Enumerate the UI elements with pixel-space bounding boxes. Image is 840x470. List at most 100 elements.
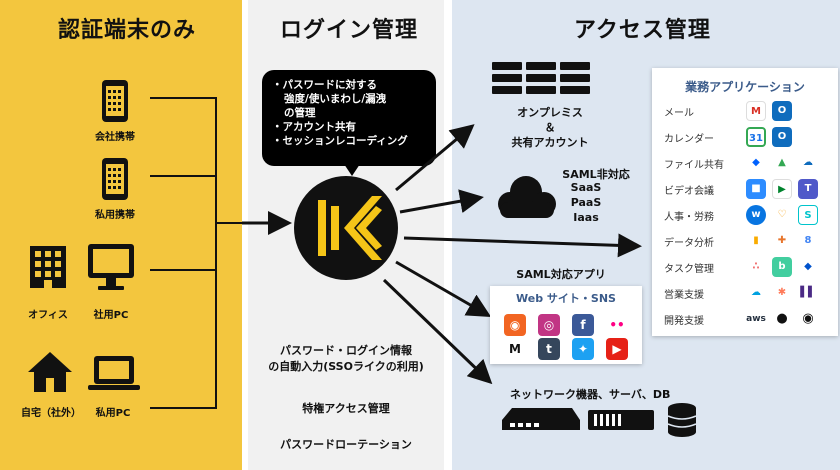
instagram-icon: ◎ <box>538 314 560 336</box>
rss-icon: ◉ <box>504 314 526 336</box>
bubble-line: ・パスワードに対する <box>272 79 377 91</box>
label-home: 自宅（社外） <box>21 408 81 419</box>
tumblr-icon: t <box>538 338 560 360</box>
biz-label: 人事・労務 <box>664 212 714 223</box>
tableau-icon: ✚ <box>772 231 792 251</box>
label-saml-unsupported: SAML非対応 <box>562 168 630 181</box>
biz-row-calendar: カレンダー 31 O <box>664 126 834 148</box>
biz-label: タスク管理 <box>664 264 714 275</box>
arrow-to-web-sns <box>395 260 492 318</box>
biz-row-sales-support: 営業支援 ☁ ✱ ▌▌ <box>664 282 834 304</box>
bubble-tail <box>344 164 360 176</box>
smarthr-icon: S <box>798 205 818 225</box>
outlook-icon: O <box>772 101 792 121</box>
github-icon: ● <box>772 309 792 329</box>
biz-row-task-management: タスク管理 ∴ b ◆ <box>664 256 834 278</box>
feature-password-rotation: パスワードローテーション <box>280 438 412 451</box>
facebook-icon: f <box>572 314 594 336</box>
dropbox-icon: ◆ <box>746 153 766 173</box>
label-iaas: Iaas <box>573 211 599 224</box>
label-private-pc: 私用PC <box>95 408 131 419</box>
biz-label: 営業支援 <box>664 290 704 301</box>
header-devices: 認証端末のみ <box>58 18 197 43</box>
label-company-pc: 社用PC <box>93 310 129 321</box>
onedrive-icon: ☁ <box>798 153 818 173</box>
label-company-phone: 会社携帯 <box>95 132 135 143</box>
arrow-to-saml-unsupported <box>399 189 484 214</box>
monitor-icon <box>88 244 134 290</box>
backlog-icon: b <box>772 257 792 277</box>
cloud-icon <box>498 176 556 218</box>
biz-label: カレンダー <box>664 134 714 145</box>
bubble-line: ・アカウント共有 <box>272 121 356 133</box>
business-apps-title: 業務アプリケーション <box>685 80 805 94</box>
arrow-to-network <box>382 278 493 385</box>
server-rack-icon <box>492 62 590 94</box>
label-onprem: オンプレミス <box>517 106 583 119</box>
biz-row-file-sharing: ファイル共有 ◆ ▲ ☁ <box>664 152 834 174</box>
teams-icon: T <box>798 179 818 199</box>
header-access-management: アクセス管理 <box>574 18 711 43</box>
bar-chart-app-icon: ▮ <box>746 231 766 251</box>
mobile-phone-icon <box>102 158 128 200</box>
label-saas: SaaS <box>570 181 602 194</box>
web-sns-card: Web サイト・SNS ◉ ◎ f •• M t ✦ ▶ <box>490 286 642 364</box>
label-network: ネットワーク機器、サーバ、DB <box>510 388 671 401</box>
bubble-line: 強度/使いまわし/漏洩 <box>284 93 387 105</box>
device-icons <box>28 80 242 409</box>
home-icon <box>28 352 72 392</box>
biz-label: メール <box>664 108 694 119</box>
bubble-line: ・セッションレコーディング <box>272 135 408 147</box>
label-shared-account: 共有アカウント <box>511 136 589 149</box>
header-login-management: ログイン管理 <box>280 18 419 43</box>
salesforce-icon: ☁ <box>746 283 766 303</box>
business-apps-card: 業務アプリケーション メール M O カレンダー 31 O ファイル共有 ◆ ▲… <box>652 68 838 336</box>
workday-icon: w <box>746 205 766 225</box>
heart-app-icon: ♡ <box>772 205 792 225</box>
feature-privileged-access: 特権アクセス管理 <box>302 402 390 415</box>
google-meet-icon: ▶ <box>772 179 792 199</box>
web-sns-title: Web サイト・SNS <box>516 292 616 305</box>
medium-icon: M <box>504 338 526 360</box>
keeper-logo-icon <box>294 176 398 280</box>
looker-icon: 8 <box>798 231 818 251</box>
laptop-icon <box>88 356 140 390</box>
feature-bubble: ・パスワードに対する 強度/使いまわし/漏洩 の管理 ・アカウント共有 ・セッシ… <box>262 70 436 166</box>
office-building-icon <box>30 246 66 288</box>
feature-autofill-line2: の自動入力(SSOライクの利用) <box>268 360 424 373</box>
arrow-to-onprem <box>395 124 475 192</box>
circle-ci-icon: ◉ <box>798 309 818 329</box>
gmail-icon: M <box>746 101 766 121</box>
biz-label: 開発支援 <box>664 316 704 327</box>
zoom-icon: ■ <box>746 179 766 199</box>
jira-icon: ◆ <box>798 257 818 277</box>
biz-label: データ分析 <box>664 238 714 249</box>
label-saml-supported: SAML対応アプリ <box>516 268 606 281</box>
biz-row-hr: 人事・労務 w ♡ S <box>664 204 834 226</box>
flickr-icon: •• <box>606 314 628 336</box>
label-office: オフィス <box>28 310 68 321</box>
stripe-bars-icon: ▌▌ <box>798 283 818 303</box>
twitter-icon: ✦ <box>572 338 594 360</box>
biz-row-mail: メール M O <box>664 100 834 122</box>
label-paas: PaaS <box>570 196 602 209</box>
biz-row-data-analysis: データ分析 ▮ ✚ 8 <box>664 230 834 252</box>
biz-row-video-meeting: ビデオ会議 ■ ▶ T <box>664 178 834 200</box>
server-icon <box>588 410 654 430</box>
asana-icon: ∴ <box>746 257 766 277</box>
database-icon <box>667 403 697 437</box>
biz-label: ファイル共有 <box>664 160 724 171</box>
label-ampersand: ＆ <box>544 121 556 134</box>
youtube-icon: ▶ <box>606 338 628 360</box>
hubspot-icon: ✱ <box>772 283 792 303</box>
device-connector-lines <box>150 97 242 409</box>
biz-label: ビデオ会議 <box>664 186 714 197</box>
mobile-phone-icon <box>102 80 128 122</box>
network-switch-icon <box>502 408 580 430</box>
google-calendar-icon: 31 <box>746 127 766 147</box>
arrow-to-business-apps <box>403 233 642 258</box>
outlook-calendar-icon: O <box>772 127 792 147</box>
label-private-phone: 私用携帯 <box>95 210 135 221</box>
